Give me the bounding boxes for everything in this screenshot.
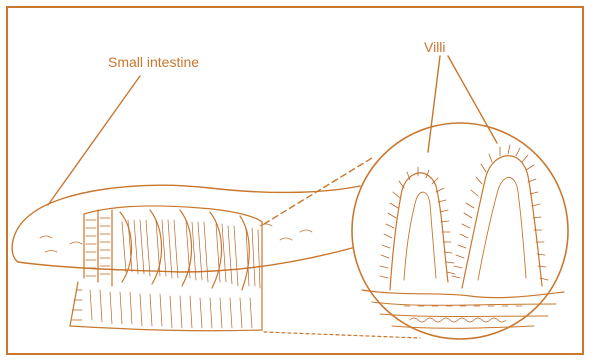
- villi-detail: [362, 156, 564, 329]
- villi-label: Villi: [424, 39, 446, 55]
- villi-leader-right: [448, 56, 497, 143]
- villi-bristles: [380, 145, 548, 280]
- small-intestine-label: Small intestine: [108, 54, 199, 70]
- villi-base-hatching: [404, 306, 522, 322]
- villi-leader-left: [428, 56, 440, 152]
- intestine-tube: [12, 185, 360, 272]
- magnify-guide-bottom: [264, 332, 420, 338]
- small-intestine-leader: [48, 76, 140, 205]
- magnify-guide-top: [264, 158, 372, 224]
- cut-section-hatching: [72, 218, 260, 328]
